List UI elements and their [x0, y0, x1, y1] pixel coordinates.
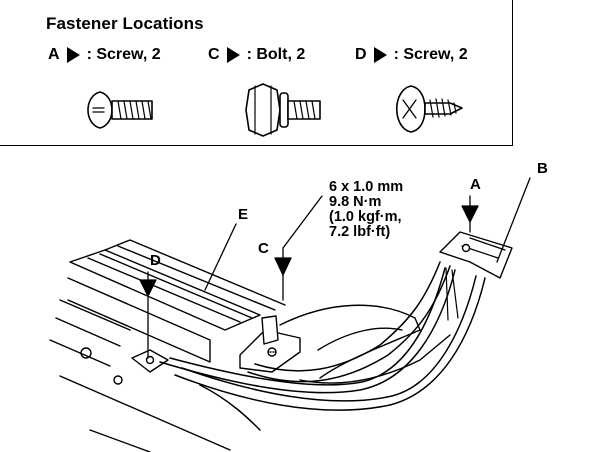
callout-b: B — [537, 160, 548, 177]
fastener-locations-title: Fastener Locations — [46, 14, 204, 33]
flange-bolt-icon — [245, 83, 321, 137]
legend-text-a: : Screw, 2 — [86, 46, 161, 63]
legend-letter-c: C — [208, 46, 220, 63]
frame-rail — [49, 239, 286, 452]
legend-text-d: : Screw, 2 — [393, 46, 468, 63]
torque-spec-size: 6 x 1.0 mm — [329, 179, 404, 195]
arrow-d-icon — [139, 279, 157, 297]
fastener-legend-box — [0, 0, 513, 146]
pointer-arrow-icon — [226, 47, 240, 63]
callout-c: C — [258, 240, 269, 257]
legend-text-c: : Bolt, 2 — [246, 46, 306, 63]
legend-letter-a: A — [48, 46, 60, 63]
pointer-arrow-icon — [373, 47, 387, 63]
legend-item-c: C : Bolt, 2 — [208, 46, 305, 64]
bolt-c-bracket — [239, 315, 301, 373]
torque-spec-kgfm: (1.0 kgf·m, — [329, 209, 402, 225]
callout-a: A — [470, 176, 481, 193]
legend-item-a: A : Screw, 2 — [48, 46, 161, 64]
torque-spec-nm: 9.8 N·m — [329, 194, 382, 210]
pointer-arrow-icon — [66, 47, 80, 63]
wire-harness — [159, 261, 486, 431]
callout-e: E — [238, 206, 249, 223]
torque-spec-lbfft: 7.2 lbf·ft) — [329, 224, 391, 240]
screw-d-bracket — [131, 349, 169, 373]
callout-d: D — [150, 252, 161, 269]
legend-item-d: D : Screw, 2 — [355, 46, 468, 64]
torque-spec: 6 x 1.0 mm 9.8 N·m (1.0 kgf·m, 7.2 lbf·f… — [329, 180, 403, 240]
harness-bracket-b — [439, 231, 513, 321]
callout-leaders — [139, 177, 531, 359]
arrow-c-icon — [274, 257, 292, 276]
legend-letter-d: D — [355, 46, 367, 63]
tapping-screw-icon — [396, 85, 463, 133]
arrow-a-icon — [461, 205, 479, 223]
pan-head-screw-icon — [87, 91, 153, 129]
